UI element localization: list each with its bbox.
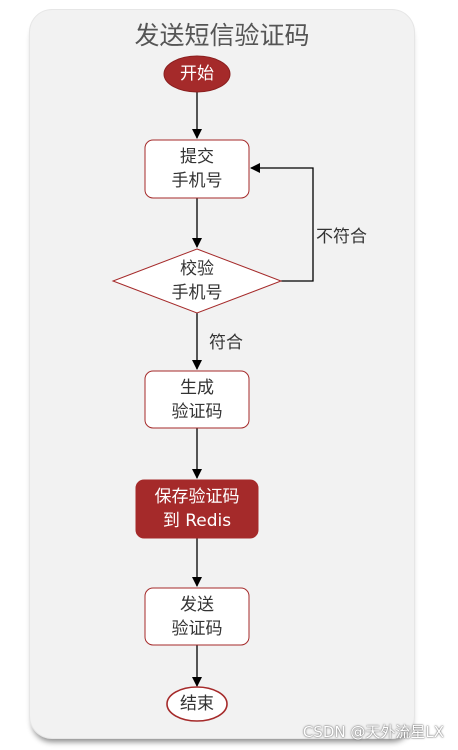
start-node-label: 开始 (180, 64, 214, 84)
save-code-node-shape (135, 479, 259, 539)
save-code-node-label: 保存验证码 到 Redis (154, 487, 240, 531)
send-code-node-label: 发送 验证码 (171, 594, 223, 639)
end-node-shape (166, 686, 228, 722)
generate-code-node-label: 生成 验证码 (171, 377, 223, 422)
edge-validate-no-match-loop (250, 163, 314, 282)
submit-phone-node-shape (144, 139, 250, 199)
edge-label-match: 符合 (209, 333, 243, 353)
start-node-shape (163, 55, 231, 93)
diagram-title: 发送短信验证码 (134, 21, 310, 50)
submit-phone-node-label: 提交 手机号 (171, 147, 223, 191)
generate-code-node-shape (144, 370, 250, 429)
validate-phone-decision-shape (111, 248, 283, 314)
edge-label-no-match: 不符合 (316, 227, 367, 247)
validate-phone-decision-label: 校验 手机号 (171, 259, 223, 303)
end-node-label: 结束 (180, 694, 214, 714)
send-code-node-shape (144, 587, 250, 646)
csdn-watermark: CSDN @天外流星LX (302, 723, 444, 741)
